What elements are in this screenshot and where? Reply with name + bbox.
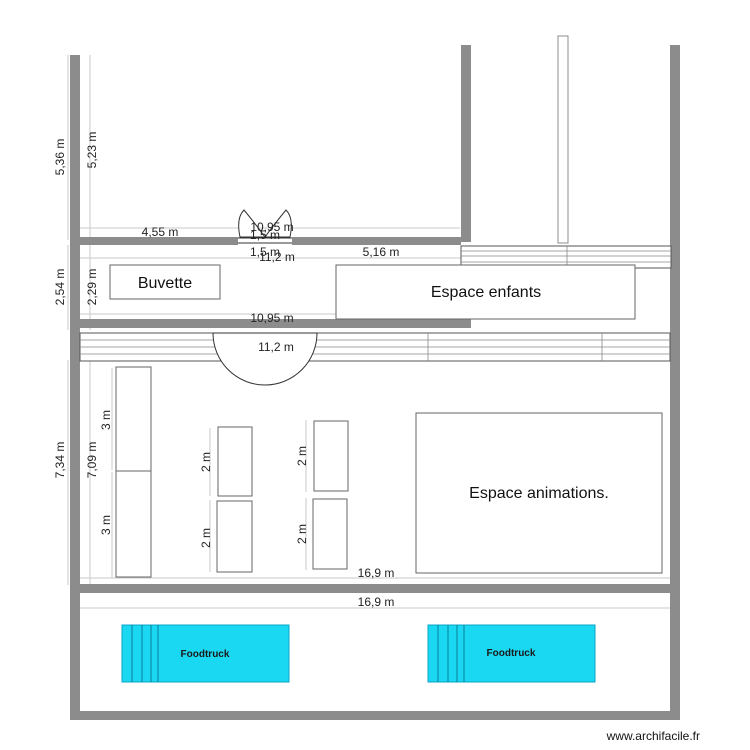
foodtruck-1-label: Foodtruck (181, 649, 230, 660)
walls (70, 35, 680, 720)
door-swing (212, 332, 318, 386)
bench-row-upper (460, 245, 672, 269)
dimension-mid-bottom-b: 11,2 m (258, 340, 294, 354)
table-3 (313, 420, 349, 492)
double-door (238, 209, 292, 244)
dimension-corridor-b: 10,95 m (250, 220, 293, 234)
benches (79, 245, 672, 362)
buvette: Buvette (109, 264, 221, 300)
table-1 (217, 426, 253, 497)
dimension-table-f: 2 m (295, 524, 309, 544)
foodtruck-1: Foodtruck (121, 624, 290, 683)
dimension-table-e: 2 m (295, 446, 309, 466)
espace-enfants: Espace enfants (335, 264, 636, 320)
wall-corridor-top-right (292, 237, 461, 245)
bench-row-lower (79, 332, 671, 362)
dimension-corridor-length-b: 5,16 m (363, 245, 400, 259)
dimension-table-d: 2 m (199, 528, 213, 548)
table-4 (312, 498, 348, 570)
dimension-left-top: 5,36 m (53, 139, 67, 176)
wall-bottom (70, 711, 680, 720)
wall-upper-right (461, 45, 471, 242)
dimension-corridor-length-a: 11,2 m (259, 250, 295, 264)
buvette-label: Buvette (138, 275, 192, 292)
dimension-hall-b: 16,9 m (358, 595, 395, 609)
dimension-corridor-a: 4,55 m (142, 225, 179, 239)
wall-corridor-bottom (80, 319, 471, 328)
espace-enfants-label: Espace enfants (431, 284, 541, 301)
espace-animations-label: Espace animations. (469, 485, 609, 502)
dimension-labels-horizontal: 4,55 m 10,95 m 1,5 m 1,5 m 11,2 m 5,16 m… (142, 220, 400, 609)
wall-left (70, 55, 80, 720)
table-long-bottom (115, 470, 152, 578)
foodtruck-2-label: Foodtruck (487, 648, 536, 659)
dimension-left-mid-inner: 2,29 m (85, 269, 99, 306)
dimension-mid-bottom: 10,95 m (250, 311, 293, 325)
espace-animations: Espace animations. (415, 412, 663, 574)
dimension-table-a: 3 m (99, 410, 113, 430)
wall-hall-bottom (70, 584, 680, 593)
foodtruck-2: Foodtruck (427, 624, 596, 683)
watermark[interactable]: www.archifacile.fr (606, 729, 700, 743)
partition-post (557, 35, 569, 244)
dimension-hall-a: 16,9 m (358, 566, 395, 580)
tables (115, 366, 349, 578)
table-2 (216, 500, 253, 573)
wall-corridor-top-left (80, 237, 238, 245)
table-long-top (115, 366, 152, 472)
dimension-door-a: 1,5 m (250, 228, 280, 242)
dimension-left-bottom: 7,34 m (53, 442, 67, 479)
dimension-door-b: 1,5 m (250, 245, 280, 259)
wall-right (670, 45, 680, 720)
dimension-left-top-inner: 5,23 m (85, 132, 99, 169)
dimension-table-c: 2 m (199, 452, 213, 472)
dimension-labels-vertical: 5,36 m 5,23 m 2,54 m 2,29 m 7,34 m 7,09 … (53, 132, 309, 548)
dimension-left-mid: 2,54 m (53, 269, 67, 306)
dimension-table-b: 3 m (99, 515, 113, 535)
dimension-left-bottom-inner: 7,09 m (85, 442, 99, 479)
